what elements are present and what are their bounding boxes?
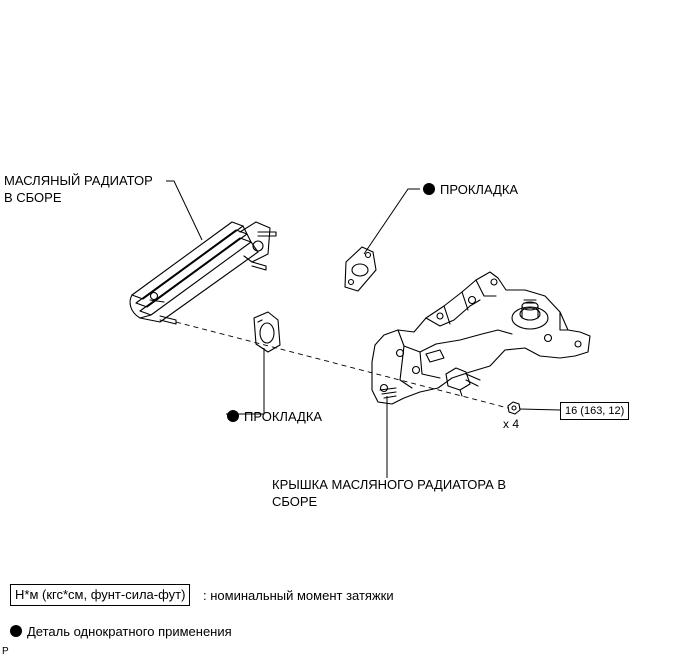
upper-gasket-drawing xyxy=(344,246,377,292)
assembly-line xyxy=(175,321,509,409)
single-use-bullet-icon xyxy=(423,183,435,195)
leader-gasket-bottom xyxy=(226,348,265,415)
nut-drawing xyxy=(507,401,521,415)
gasket-bottom-text: ПРОКЛАДКА xyxy=(244,409,323,424)
single-use-legend-text: Деталь однократного применения xyxy=(27,624,232,639)
leader-cooler xyxy=(166,180,203,241)
gasket-top-label: ПРОКЛАДКА xyxy=(423,181,518,198)
cooler-label-line1: МАСЛЯНЫЙ РАДИАТОР xyxy=(4,173,153,188)
footer-mark: P xyxy=(2,646,9,657)
torque-unit-description: : номинальный момент затяжки xyxy=(203,588,394,603)
oil-cooler-drawing xyxy=(129,221,277,325)
single-use-bullet-icon xyxy=(227,410,239,422)
single-use-legend: Деталь однократного применения xyxy=(10,623,232,640)
quantity-label: x 4 xyxy=(503,417,520,431)
oil-cooler-cover-drawing xyxy=(371,271,591,405)
single-use-bullet-icon xyxy=(10,625,22,637)
lower-gasket-drawing xyxy=(253,311,281,353)
gasket-top-text: ПРОКЛАДКА xyxy=(440,182,519,197)
gasket-bottom-label: ПРОКЛАДКА xyxy=(227,408,322,425)
leader-gasket-top xyxy=(363,188,420,255)
leader-nut xyxy=(519,408,561,411)
cover-label-line1: КРЫШКА МАСЛЯНОГО РАДИАТОРА В xyxy=(272,477,507,492)
cover-label-line2: СБОРЕ xyxy=(272,494,318,509)
cooler-label-line2: В СБОРЕ xyxy=(4,190,62,205)
torque-box: 16 (163, 12) xyxy=(560,402,630,420)
torque-unit-box: Н*м (кгс*см, фунт-сила-фут) xyxy=(10,584,191,606)
